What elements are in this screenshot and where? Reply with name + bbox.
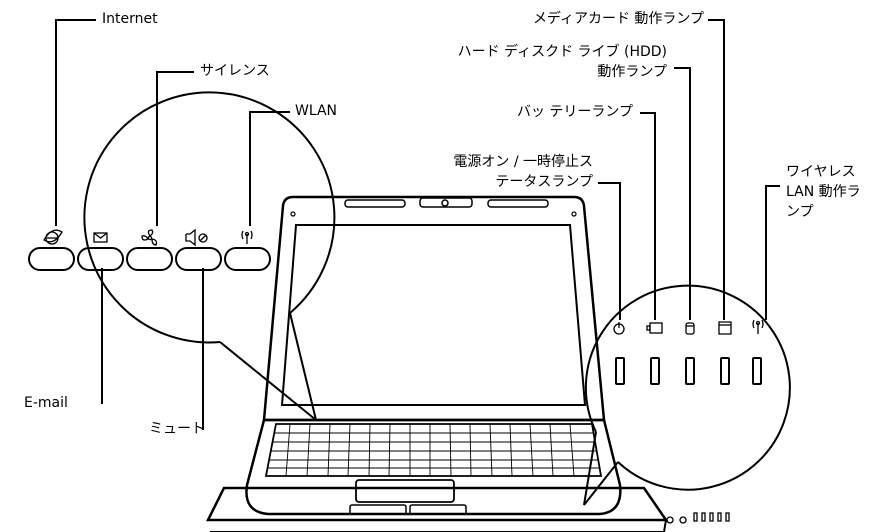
hdd-cylinder-icon xyxy=(685,322,695,335)
leader-lines xyxy=(55,19,780,430)
power-icon xyxy=(613,322,625,335)
internet-explorer-icon xyxy=(43,229,63,245)
label-media-card: メディアカード 動作ランプ xyxy=(532,11,704,27)
label-mute: ミュート xyxy=(149,421,205,437)
antenna-icon xyxy=(752,319,764,334)
label-power-line2: テータスランプ xyxy=(495,174,593,190)
label-power-line1: 電源オン / 一時停止ス xyxy=(453,154,593,170)
label-hdd-line1: ハード ディスクド ライブ (HDD) xyxy=(457,44,667,60)
label-email: E-mail xyxy=(24,395,68,411)
label-wlan: WLAN xyxy=(295,103,338,119)
label-wireless-line2: LAN 動作ラ xyxy=(786,184,861,200)
laptop xyxy=(205,195,730,532)
label-battery: バッ テリーランプ xyxy=(516,104,633,120)
speaker-mute-icon xyxy=(185,228,208,247)
label-power: 電源オン / 一時停止ス テータスランプ xyxy=(453,152,593,192)
label-hdd-line2: 動作ランプ xyxy=(597,64,667,80)
label-wireless-line1: ワイヤレス xyxy=(786,164,856,180)
sd-card-icon xyxy=(718,321,732,335)
left-magnifier xyxy=(28,91,336,421)
label-silent: サイレンス xyxy=(200,63,270,79)
fan-icon xyxy=(141,229,158,246)
label-wireless-lan: ワイヤレス LAN 動作ラ ンプ xyxy=(786,162,861,222)
label-internet: Internet xyxy=(102,11,158,27)
label-wireless-line3: ンプ xyxy=(786,204,814,220)
antenna-icon xyxy=(241,230,253,244)
battery-icon xyxy=(646,322,663,334)
label-hdd: ハード ディスクド ライブ (HDD) 動作ランプ xyxy=(458,42,667,82)
envelope-icon xyxy=(93,232,108,243)
right-magnifier xyxy=(583,284,791,506)
